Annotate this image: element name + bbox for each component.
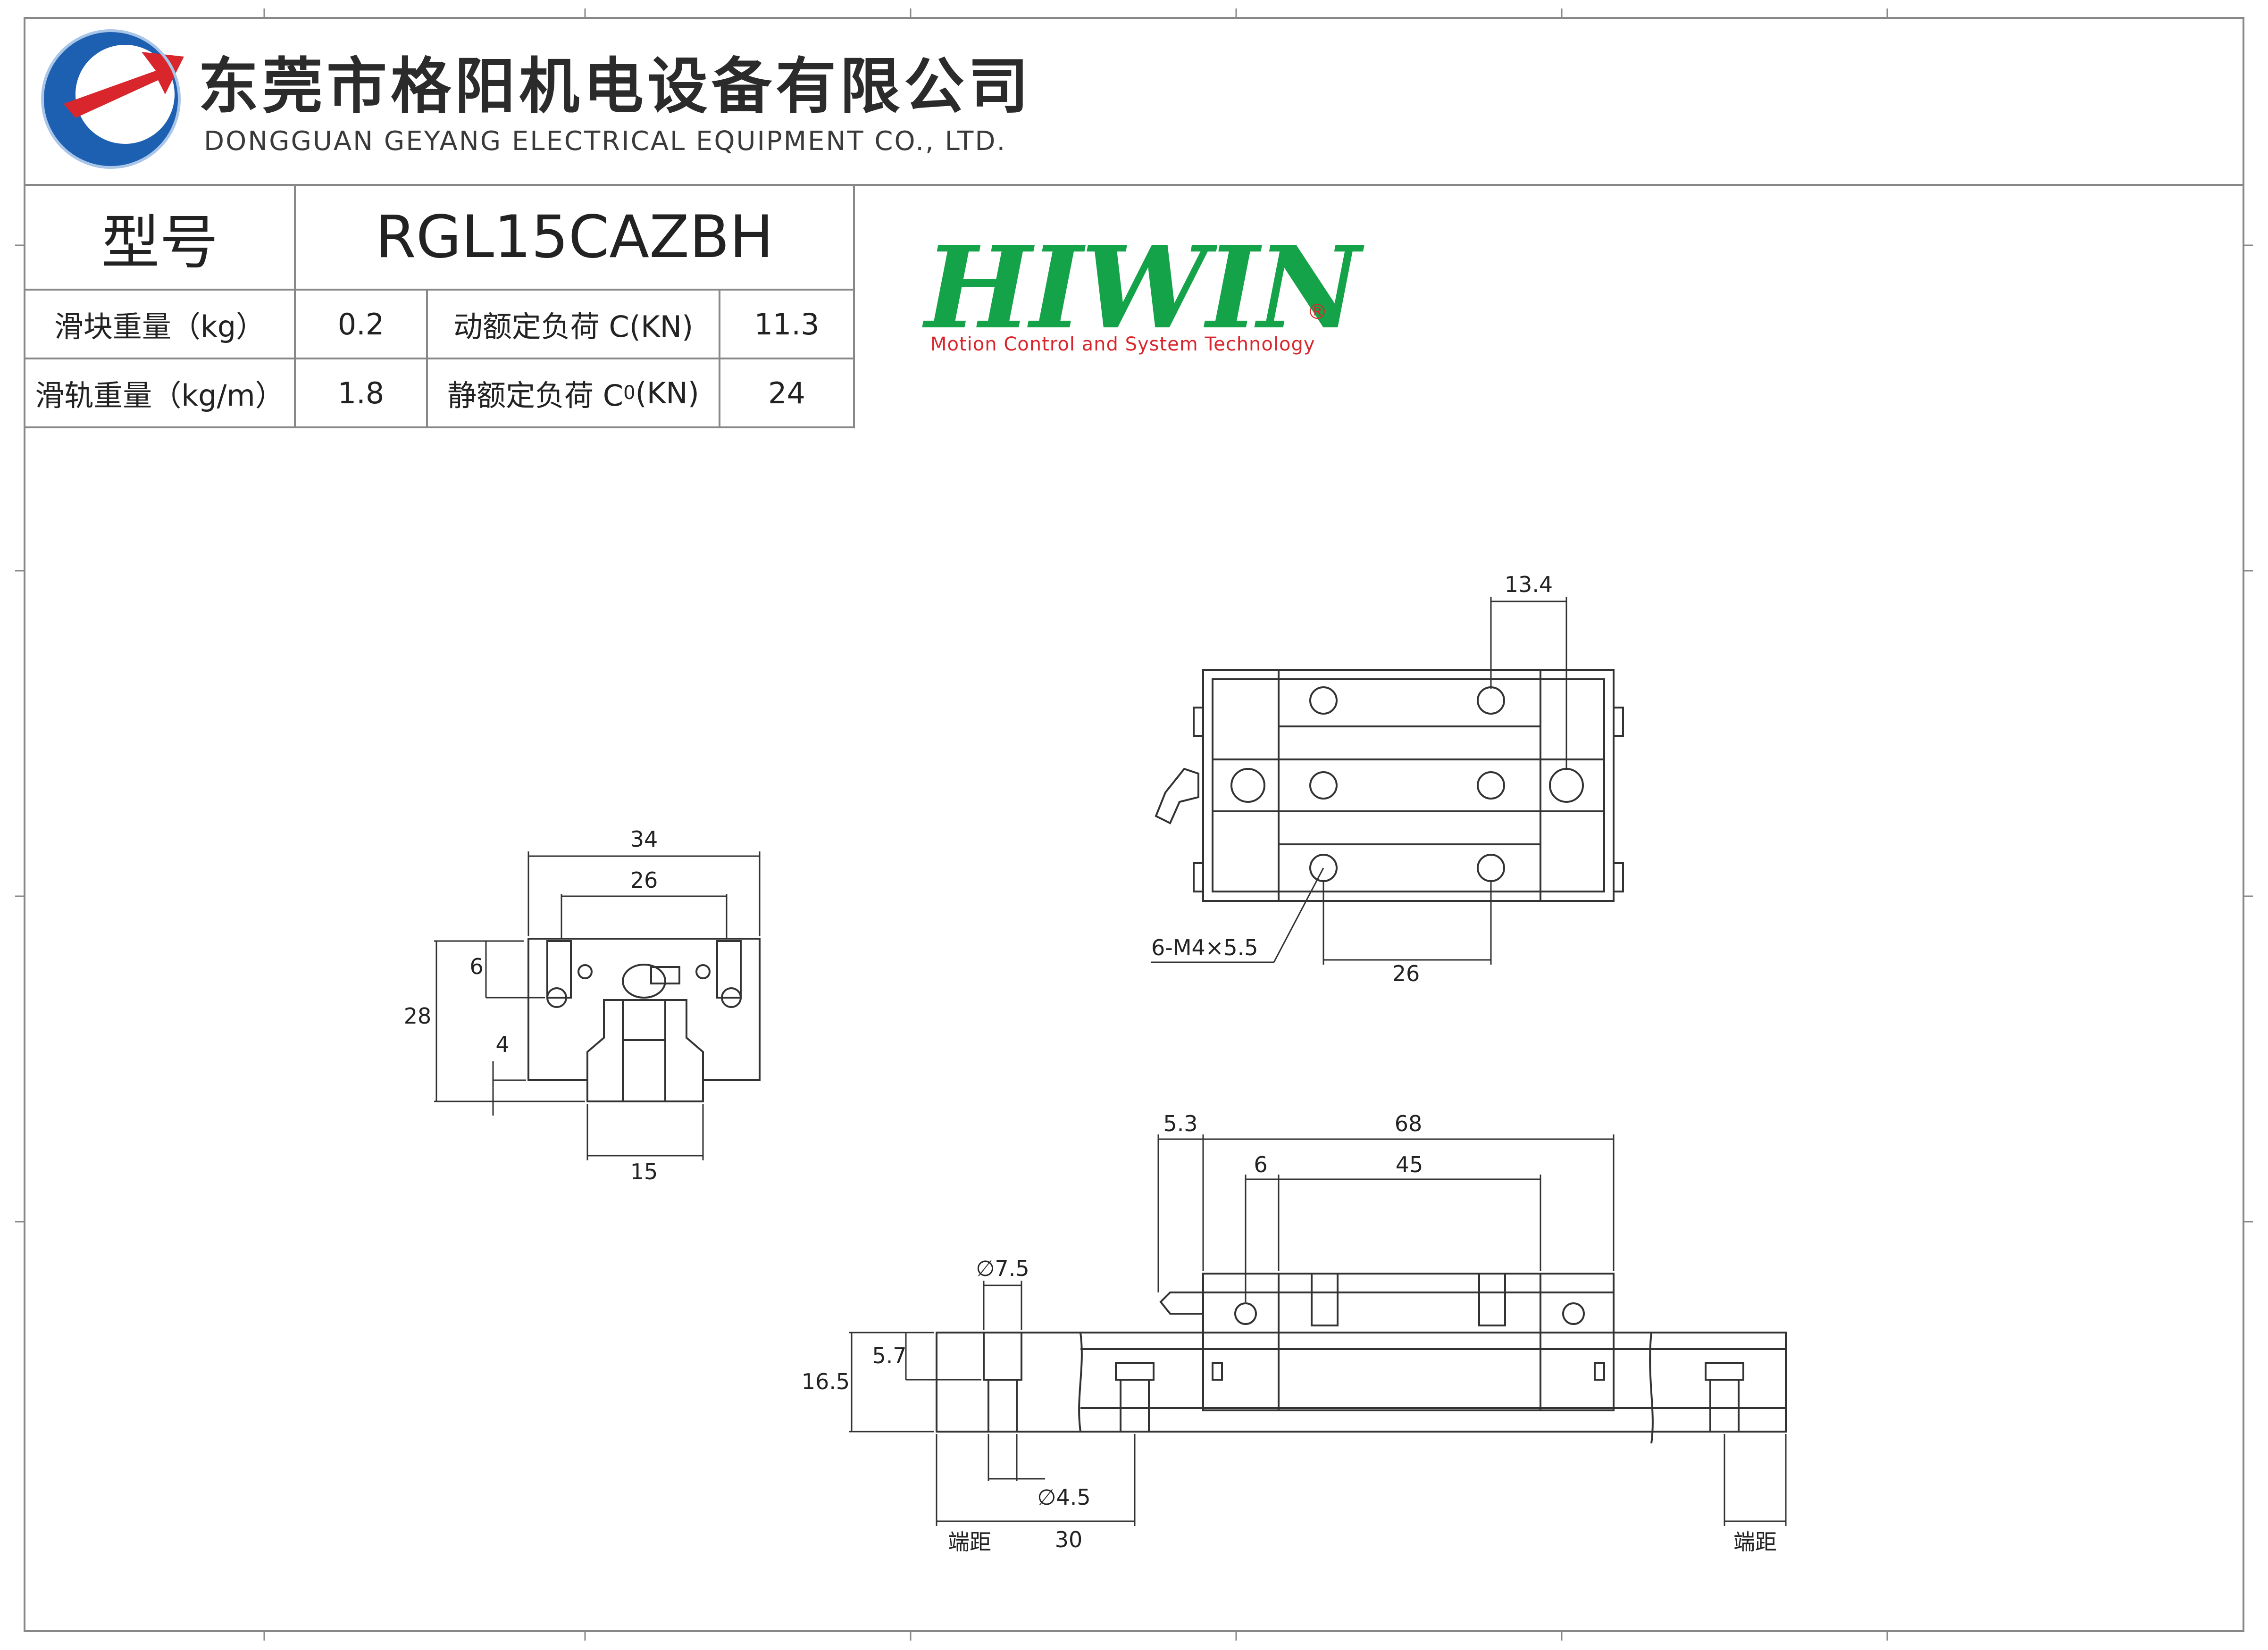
dim-end-distance-right: 端距 [1733,1529,1777,1555]
dim-end-rail-width: 15 [630,1159,658,1184]
dynamic-load-label: 动额定负荷 C(KN) [453,309,694,344]
dim-end-clearance: 4 [495,1032,509,1057]
dim-grease-offset: 5.3 [1163,1111,1197,1136]
static-load-label-sub: 0 [623,382,636,404]
rail-weight-label: 滑轨重量（kg/m） [35,378,285,413]
registered-mark: ® [1307,300,1328,324]
static-load-value: 24 [768,375,805,410]
hiwin-tagline: Motion Control and System Technology [930,333,1315,355]
thread-note: 6-M4×5.5 [1151,935,1258,960]
company-logo-icon [41,29,184,169]
dim-end-hole-spacing: 26 [630,867,658,893]
dim-rail-height: 16.5 [802,1369,850,1394]
dim-top-offset: 13.4 [1505,572,1553,597]
dim-counterbore-depth: 5.7 [872,1343,906,1368]
mounting-holes [1230,686,1584,882]
dim-end-height: 28 [404,1003,432,1029]
border-rect [24,17,2244,1632]
dim-side-hole-spacing: 45 [1396,1152,1423,1177]
dim-block-length: 68 [1395,1111,1423,1136]
dim-rail-pitch: 30 [1055,1527,1083,1552]
dim-small: 6 [1254,1152,1267,1177]
side-view [849,1134,1787,1526]
company-name-cn: 东莞市格阳机电设备有限公司 [198,51,1033,122]
spec-table-grid [24,184,855,428]
hiwin-logo: HIWIN [925,221,1361,354]
model-label: 型号 [101,209,218,277]
dynamic-load-value: 11.3 [754,307,820,342]
top-view [1151,597,1624,965]
dim-bolt-hole-dia: ∅4.5 [1037,1484,1090,1510]
rail-weight-value: 1.8 [337,375,385,410]
model-value: RGL15CAZBH [375,203,774,271]
block-weight-value: 0.2 [337,307,385,342]
static-load-label-suffix: (KN) [635,375,699,410]
static-load-label-prefix: 静额定负荷 C [447,378,624,413]
dim-end-width: 34 [630,826,658,852]
company-name-en: DONGGUAN GEYANG ELECTRICAL EQUIPMENT CO.… [204,126,1007,157]
dim-counterbore-dia: ∅7.5 [976,1256,1029,1281]
dim-end-thread-depth: 6 [469,954,483,979]
block-weight-label: 滑块重量（kg） [54,309,266,344]
dim-top-hole-spacing: 26 [1392,961,1420,986]
dim-end-distance-left: 端距 [948,1529,991,1555]
end-view [434,851,761,1160]
